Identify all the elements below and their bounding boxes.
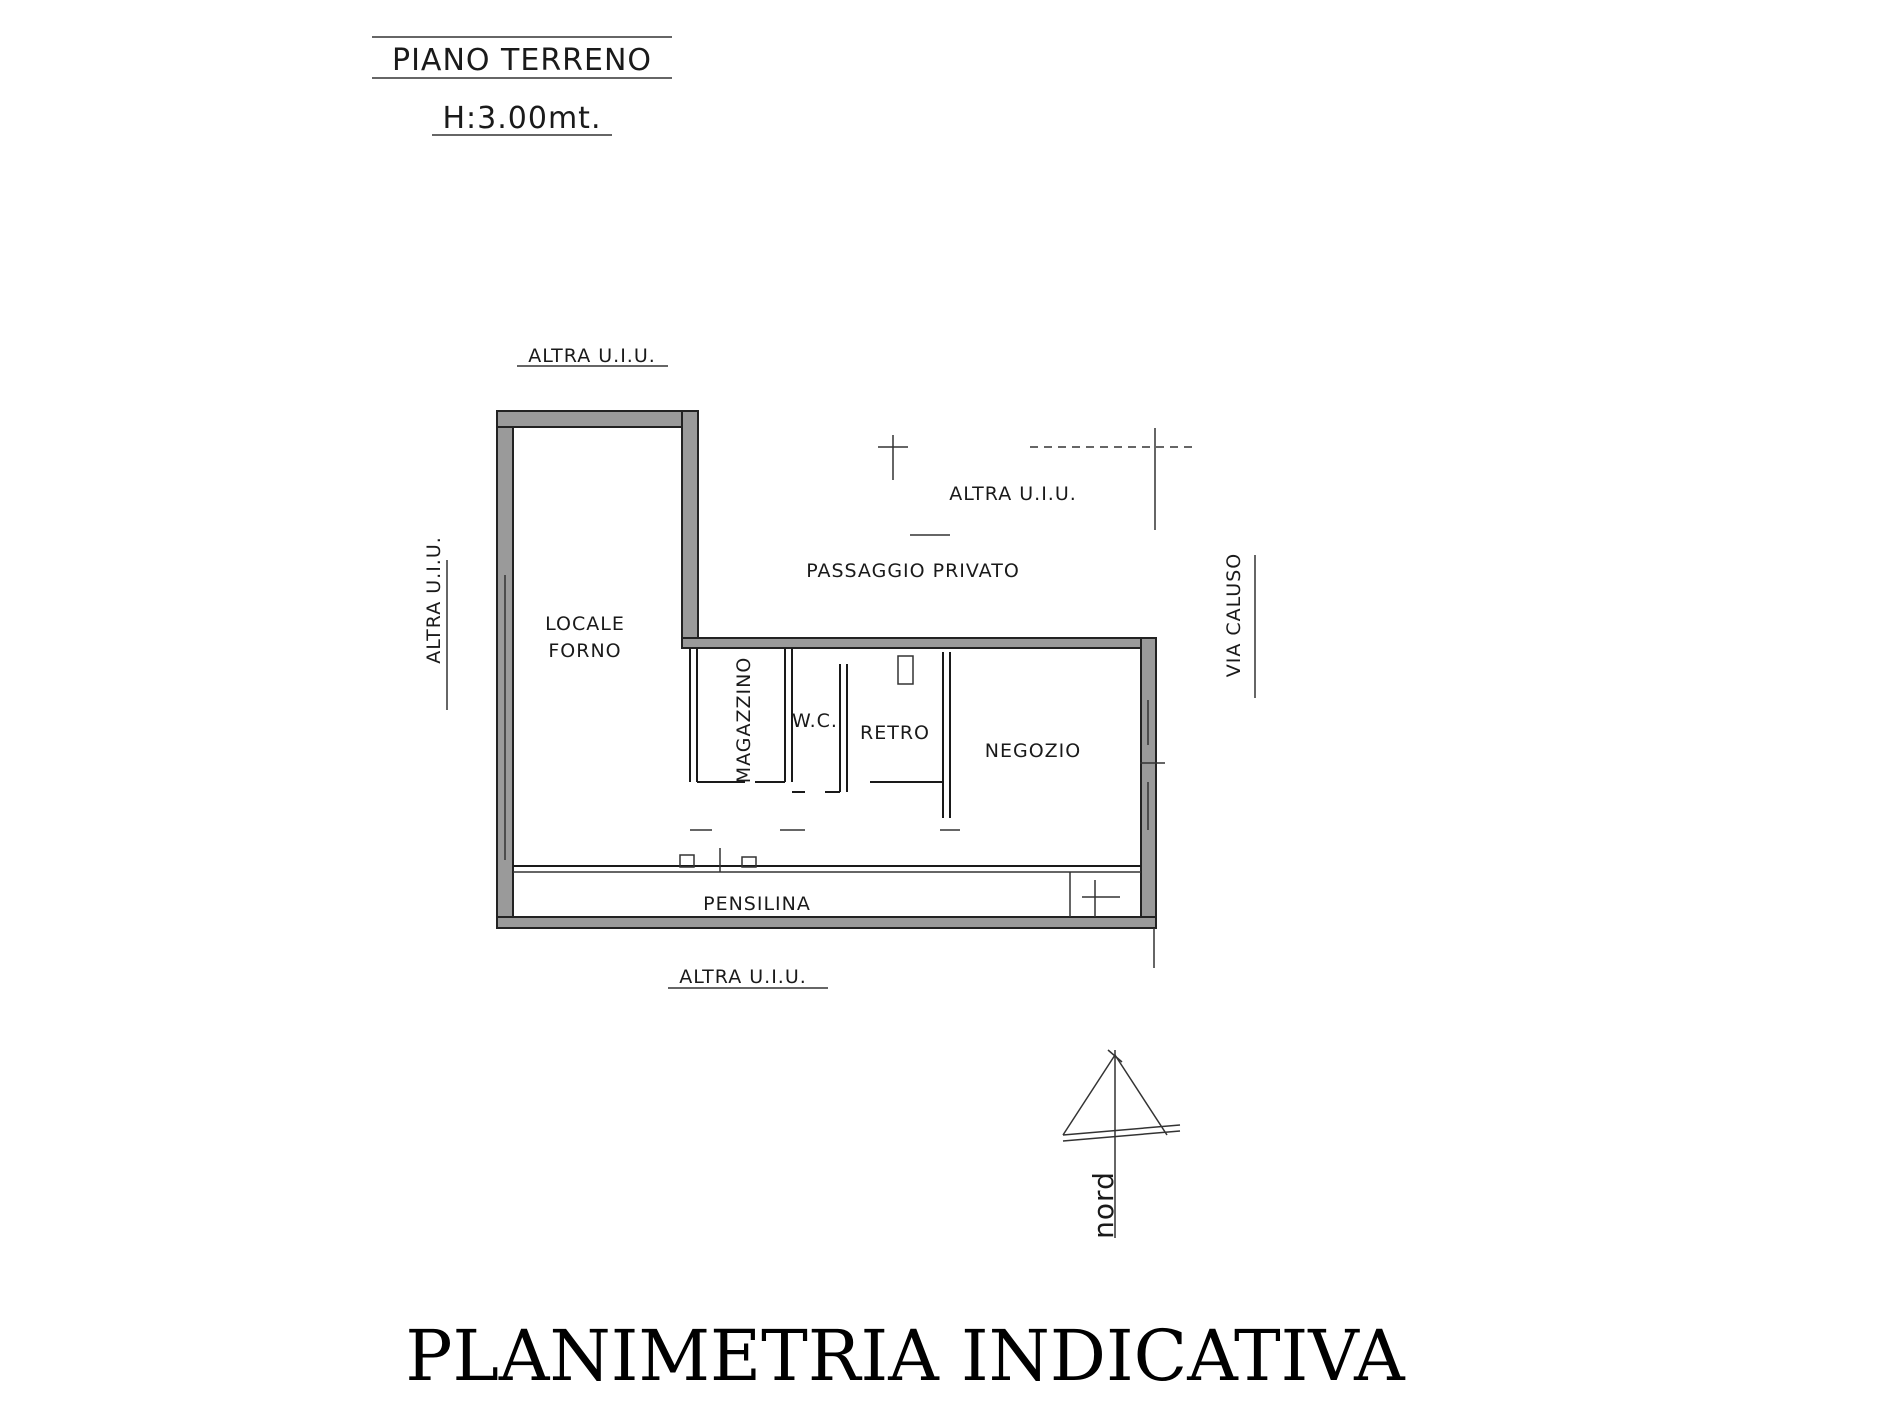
room-label-wc: W.C. xyxy=(792,710,838,732)
north-label-group: nord xyxy=(1087,1171,1120,1239)
neighbor-label-bottom: ALTRA U.I.U. xyxy=(679,966,807,988)
neighbor-left-group: ALTRA U.I.U. xyxy=(423,536,445,664)
room-label-retro: RETRO xyxy=(860,722,930,744)
north-arrow-icon xyxy=(1062,1049,1181,1238)
room-label-magazzino: MAGAZZINO xyxy=(733,657,755,784)
magazzino-group: MAGAZZINO xyxy=(733,657,755,784)
neighbor-label-right-top: ALTRA U.I.U. xyxy=(949,483,1077,505)
room-label-locale: LOCALE xyxy=(545,613,625,635)
floor-height: H:3.00mt. xyxy=(443,101,602,136)
footer-title: PLANIMETRIA INDICATIVA xyxy=(405,1315,1406,1397)
north-label: nord xyxy=(1087,1171,1120,1239)
header-block: PIANO TERRENO H:3.00mt. xyxy=(372,36,672,136)
street-group: VIA CALUSO xyxy=(1223,553,1245,677)
boundary-marks xyxy=(878,428,1193,536)
wall-bottom xyxy=(496,916,1157,929)
passage-label: PASSAGGIO PRIVATO xyxy=(806,560,1020,582)
floor-title: PIANO TERRENO xyxy=(392,43,652,78)
wall-forno-right xyxy=(681,410,699,643)
neighbor-label-top: ALTRA U.I.U. xyxy=(528,345,656,367)
street-label: VIA CALUSO xyxy=(1223,553,1245,677)
neighbor-label-left: ALTRA U.I.U. xyxy=(423,536,445,664)
wall-forno-top xyxy=(496,410,697,428)
room-label-pensilina: PENSILINA xyxy=(703,893,811,915)
wall-shop-top xyxy=(681,637,1156,649)
room-label-negozio: NEGOZIO xyxy=(985,740,1081,762)
room-label-forno: FORNO xyxy=(548,640,621,662)
partitions xyxy=(504,575,1165,968)
